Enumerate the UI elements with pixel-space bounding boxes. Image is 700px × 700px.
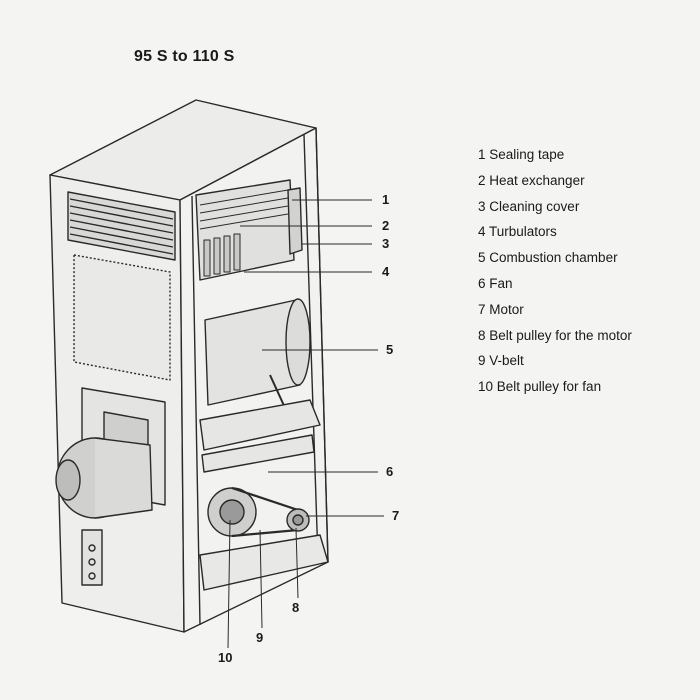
burner — [55, 437, 153, 519]
lower-shelf — [201, 434, 315, 473]
callout-1: 1 — [382, 192, 389, 207]
front-panel — [73, 254, 171, 381]
callout-8: 8 — [292, 600, 299, 615]
leader-9 — [259, 529, 263, 629]
cabinet-inner-edge — [191, 195, 201, 626]
cabinet-inner-edge-2 — [303, 134, 319, 561]
fan-pulley — [207, 487, 257, 537]
callout-3: 3 — [382, 236, 389, 251]
leader-lines — [227, 199, 384, 649]
legend-item-cleaning-cover: 3 Cleaning cover — [478, 198, 580, 214]
legend-item-heat-exchanger: 2 Heat exchanger — [478, 172, 585, 188]
callout-5: 5 — [386, 342, 393, 357]
callout-2: 2 — [382, 218, 389, 233]
parts-legend: 1 Sealing tape 2 Heat exchanger 3 Cleani… — [478, 146, 632, 404]
motor-pulley — [286, 508, 310, 532]
callout-6: 6 — [386, 464, 393, 479]
legend-item-motor-pulley: 8 Belt pulley for the motor — [478, 327, 632, 343]
mid-shelf — [199, 399, 321, 451]
leader-10 — [227, 519, 231, 649]
legend-item-sealing-tape: 1 Sealing tape — [478, 147, 565, 162]
legend-item-fan: 6 Fan — [478, 275, 513, 291]
front-louvre-grille — [67, 191, 176, 261]
cabinet-base — [199, 534, 329, 591]
leader-8 — [295, 527, 299, 599]
turbulators — [203, 233, 241, 277]
callout-10: 10 — [218, 650, 232, 665]
legend-item-motor: 7 Motor — [478, 301, 524, 317]
heat-exchanger-fins — [199, 189, 289, 230]
control-column — [81, 529, 103, 586]
combustion-chamber — [204, 298, 311, 411]
callout-9: 9 — [256, 630, 263, 645]
legend-item-fan-pulley: 10 Belt pulley for fan — [478, 379, 602, 395]
cleaning-cover — [287, 187, 303, 255]
diagram-title: 95 S to 110 S — [134, 48, 235, 65]
legend-item-turbulators: 4 Turbulators — [478, 224, 557, 240]
callout-7: 7 — [392, 508, 399, 523]
legend-item-v-belt: 9 V-belt — [478, 353, 524, 369]
legend-item-combustion-chamber: 5 Combustion chamber — [478, 250, 618, 266]
callout-4: 4 — [382, 264, 390, 279]
